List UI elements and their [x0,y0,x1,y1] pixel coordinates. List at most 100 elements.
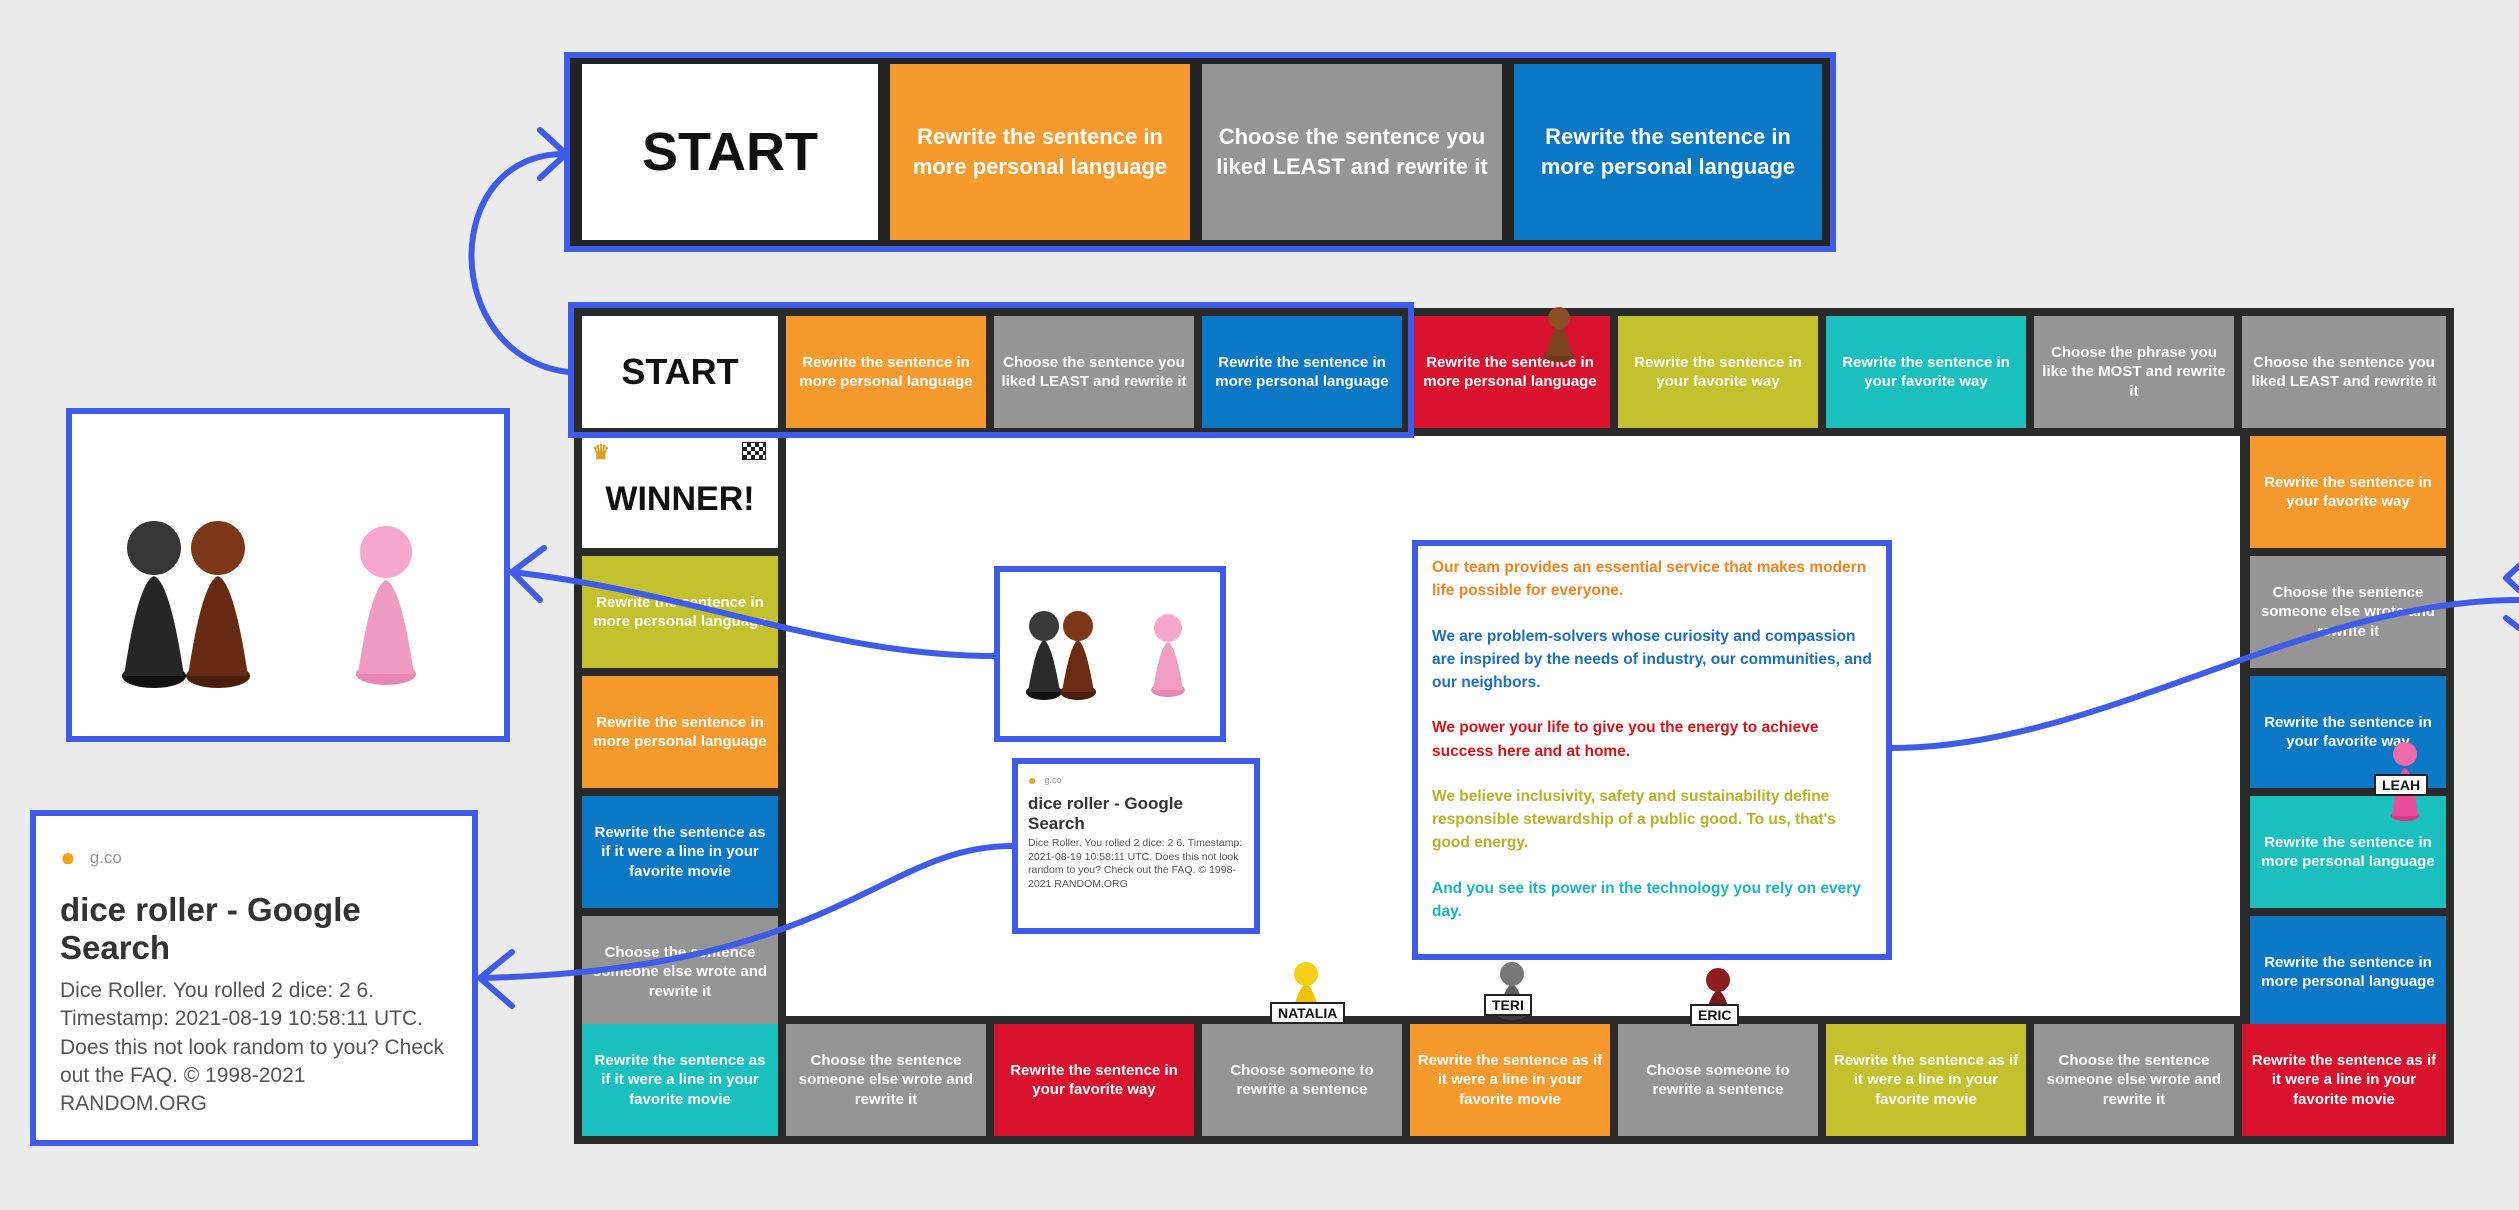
zoom-start-strip: START Rewrite the sentence in more perso… [564,52,1836,252]
flame-icon-large: ● [60,842,76,872]
board-tile-label: Rewrite the sentence in more personal la… [1215,353,1389,391]
board-tile-bottom-7[interactable]: Rewrite the sentence as if it were a lin… [1826,1024,2026,1136]
board-tile-label: Rewrite the sentence in your favorite wa… [1010,1061,1178,1099]
board-tile-top-2[interactable]: Rewrite the sentence in more personal la… [786,316,986,428]
crown-icon: ♛ [592,442,610,464]
board-tile-left-4[interactable]: Rewrite the sentence as if it were a lin… [582,796,778,908]
brown-pawn-icon[interactable] [1542,302,1576,362]
board-tile-label: Rewrite the sentence in your favorite wa… [2264,713,2432,751]
board-tile-label: Rewrite the sentence as if it were a lin… [1833,1051,2019,1108]
mission-line-3: We power your life to give you the energ… [1432,719,1819,760]
board-tile-label: Rewrite the sentence in your favorite wa… [2264,473,2432,511]
eric-name-tag: ERIC [1690,1004,1740,1026]
winner-label: WINNER! [605,479,755,518]
board-tile-label: Rewrite the sentence as if it were a lin… [594,1051,766,1108]
board-tile-top-7[interactable]: Rewrite the sentence in your favorite wa… [1826,316,2026,428]
mission-line-2: We are problem-solvers whose curiosity a… [1432,627,1872,692]
pieces-arrowhead [509,545,547,603]
board-tile-bottom-3[interactable]: Rewrite the sentence in your favorite wa… [994,1024,1194,1136]
board-tile-top-6[interactable]: Rewrite the sentence in your favorite wa… [1618,316,1818,428]
board-start-label: START [621,350,739,392]
zoom-tile-4-label: Rewrite the sentence in more personal la… [1540,124,1796,179]
board-tile-label: Choose the phrase you like the MOST and … [2042,343,2226,400]
flame-icon: ● [1028,772,1037,788]
board-tile-label: Rewrite the sentence in more personal la… [799,353,973,391]
board-tile-label: Choose the sentence someone else wrote a… [798,1051,974,1108]
zoom-tile-4[interactable]: Rewrite the sentence in more personal la… [1514,64,1822,240]
board-tile-label: Rewrite the sentence in your favorite wa… [1634,353,1802,391]
board-tile-label: Choose the sentence you liked LEAST and … [2251,353,2437,391]
board-tile-left-5[interactable]: Choose the sentence someone else wrote a… [582,916,778,1028]
board-tile-right-6[interactable]: Rewrite the sentence in more personal la… [2250,916,2446,1028]
mission-text-box[interactable]: Our team provides an essential service t… [1416,544,1888,956]
board-tile-top-8[interactable]: Choose the phrase you like the MOST and … [2034,316,2234,428]
winner-tile[interactable]: ♛ WINNER! [582,436,778,548]
pieces-image-small[interactable] [998,570,1222,738]
mission-highlight [1412,540,1892,960]
board-tile-label: Rewrite the sentence as if it were a lin… [594,823,766,880]
board-tile-bottom-9[interactable]: Rewrite the sentence as if it were a lin… [2242,1024,2446,1136]
search-arrow [477,843,1015,981]
natalia-name-tag: NATALIA [1270,1002,1346,1024]
zoom-tile-3[interactable]: Choose the sentence you liked LEAST and … [1202,64,1502,240]
zoom-start-label: START [642,121,818,182]
board-tile-label: Rewrite the sentence in more personal la… [593,713,767,751]
board-start-tile[interactable]: START [582,316,778,428]
zoom-tile-2[interactable]: Rewrite the sentence in more personal la… [890,64,1190,240]
board-tile-label: Rewrite the sentence as if it were a lin… [2251,1051,2437,1108]
search-title[interactable]: dice roller - Google Search [1028,794,1183,833]
search-source: g.co [1044,775,1062,785]
board-start-highlight [568,302,1414,438]
pieces-arrow [509,569,997,659]
pawns-small-icon [1026,611,1185,700]
board-tile-label: Rewrite the sentence in more personal la… [2261,833,2435,871]
mission-line-1: Our team provides an essential service t… [1432,559,1867,600]
start-loop-arrowhead [537,127,569,181]
board-tile-bottom-5[interactable]: Rewrite the sentence as if it were a lin… [1410,1024,1610,1136]
pieces-image-large[interactable] [66,408,510,742]
board-tile-bottom-6[interactable]: Choose someone to rewrite a sentence [1618,1024,1818,1136]
board-tile-top-3[interactable]: Choose the sentence you liked LEAST and … [994,316,1194,428]
search-arrowhead [477,949,515,1009]
pieces-small-highlight [994,566,1226,742]
mission-line-4: We believe inclusivity, safety and susta… [1432,787,1836,852]
leah-name-tag: LEAH [2374,774,2429,796]
board-tile-right-2[interactable]: Rewrite the sentence in your favorite wa… [2250,436,2446,548]
board-tile-bottom-1[interactable]: Rewrite the sentence as if it were a lin… [582,1024,778,1136]
board-tile-label: Choose the sentence someone else wrote a… [2046,1051,2222,1108]
search-card-large[interactable]: ● g.co dice roller - Google Search Dice … [30,810,478,1146]
zoom-tile-3-label: Choose the sentence you liked LEAST and … [1216,124,1488,179]
zoom-tile-2-label: Rewrite the sentence in more personal la… [912,124,1168,179]
teri-name-tag: TERI [1484,994,1532,1016]
board-tile-top-4[interactable]: Rewrite the sentence in more personal la… [1202,316,1402,428]
board-tile-bottom-8[interactable]: Choose the sentence someone else wrote a… [2034,1024,2234,1136]
board-tile-top-5[interactable]: Rewrite the sentence in more personal la… [1410,316,1610,428]
search-card-small[interactable]: ● g.co dice roller - Google Search Dice … [1016,762,1256,930]
board-tile-label: Choose someone to rewrite a sentence [1646,1061,1790,1099]
board-tile-bottom-4[interactable]: Choose someone to rewrite a sentence [1202,1024,1402,1136]
mission-line-5: And you see its power in the technology … [1432,879,1861,920]
board-tile-left-2[interactable]: Rewrite the sentence in more personal la… [582,556,778,668]
start-loop-arrow [468,151,571,375]
search-card-large-highlight [30,810,478,1146]
board-tile-label: Rewrite the sentence in more personal la… [2261,953,2435,991]
checkered-flag-icon [742,442,766,460]
board-tile-top-9[interactable]: Choose the sentence you liked LEAST and … [2242,316,2446,428]
pawns-large-icon [122,521,416,688]
right-edge-arrowhead [2503,563,2519,593]
pieces-large-highlight [66,408,510,742]
search-source-large: g.co [89,847,122,867]
search-title-large[interactable]: dice roller - Google Search [60,891,361,966]
board-tile-right-4[interactable]: Rewrite the sentence in your favorite wa… [2250,676,2446,788]
board-tile-label: Choose someone to rewrite a sentence [1230,1061,1374,1099]
right-edge-arrowhead-lower [2503,615,2519,631]
board-tile-left-3[interactable]: Rewrite the sentence in more personal la… [582,676,778,788]
board-tile-label: Choose the sentence you liked LEAST and … [1001,353,1187,391]
board-tile-label: Rewrite the sentence as if it were a lin… [1417,1051,1603,1108]
board-tile-bottom-2[interactable]: Choose the sentence someone else wrote a… [786,1024,986,1136]
mission-arrow [1889,597,2519,751]
search-snippet-large: Dice Roller. You rolled 2 dice: 2 6. Tim… [60,978,445,1116]
zoom-start-tile[interactable]: START [582,64,878,240]
search-snippet: Dice Roller. You rolled 2 dice: 2 6. Tim… [1028,837,1243,891]
